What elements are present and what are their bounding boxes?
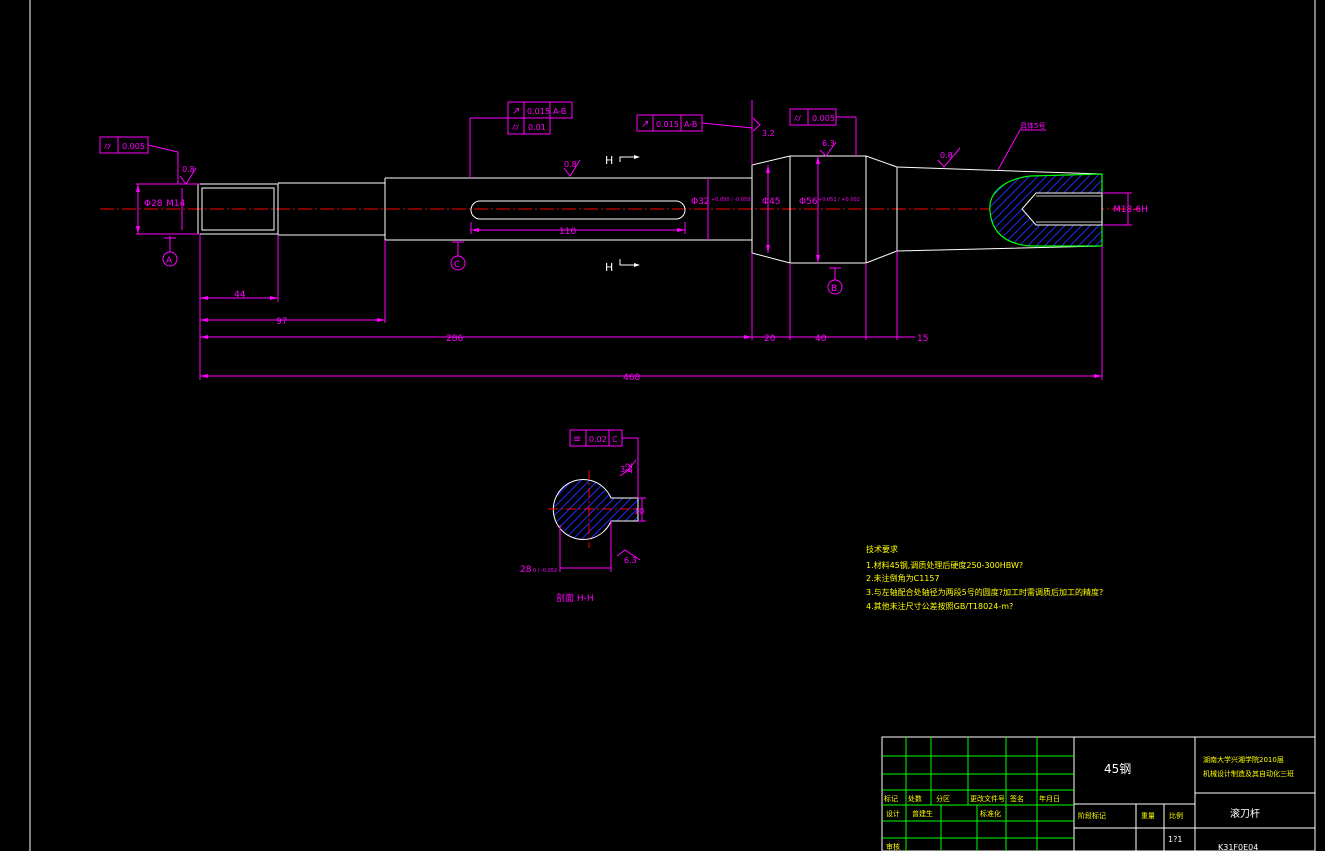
roughness-values: 0.8 0.8 6.3 0.8 3.2 3.2 6.3: [182, 129, 953, 565]
dim-468: 468: [623, 373, 640, 383]
svg-text:↗: ↗: [641, 119, 649, 130]
roughness-4: 0.8: [940, 151, 953, 160]
dim-15: 15: [917, 334, 928, 344]
dim-m18: M18-6H: [1113, 205, 1148, 215]
tb-stage-label: 阶段标记: [1078, 811, 1106, 820]
tb-scale-value: 1?1: [1168, 835, 1182, 844]
tb-header-2: 分区: [936, 794, 950, 803]
dimension-arrows: [136, 156, 1102, 378]
section-marker-bottom-label: H: [605, 261, 613, 274]
dimension-texts: 44 97 286 468 20 40 15 110 Φ28 M14 Φ32 +…: [144, 197, 1148, 383]
dim-44: 44: [234, 290, 246, 300]
tb-header-3: 更改文件号: [970, 794, 1005, 803]
datum-b: B: [827, 267, 843, 295]
dim-phi32: Φ32: [691, 197, 710, 207]
datum-b-label: B: [831, 284, 837, 294]
dimension-lines: [136, 100, 1132, 380]
roughness-1: 0.8: [182, 165, 195, 174]
notes-title: 技术要求: [866, 544, 898, 554]
tb-scale-label: 比例: [1169, 811, 1183, 820]
fcf-left: ⌭ 0.005: [99, 136, 149, 154]
technical-notes: 技术要求 1.材料45钢,调质处理后硬度250-300HBW? 2.未注倒角为C…: [866, 544, 1103, 611]
dim-phi56: Φ56: [799, 197, 818, 207]
fcf-runout-a-ref: A-B: [553, 107, 566, 116]
tb-drawing-no: K31F0E04: [1218, 843, 1258, 851]
datum-a-label: A: [166, 256, 173, 266]
tb-header-1: 处数: [908, 794, 922, 803]
roughness-2: 0.8: [564, 160, 577, 169]
datum-a: A: [162, 236, 178, 267]
section-marker-top: H: [605, 154, 640, 167]
section-marker-bottom: H: [605, 259, 640, 274]
svg-text:≡: ≡: [573, 434, 581, 445]
fcf-runout-b-value: 0.015: [656, 120, 679, 129]
dim-phi32-tol: +0.050 / -0.059: [711, 197, 751, 203]
hatch-label: 具体5号: [1020, 121, 1045, 130]
tb-design-label: 设计: [886, 809, 900, 818]
tb-header-0: 标记: [884, 794, 898, 803]
note-2: 2.未注倒角为C1157: [866, 573, 940, 583]
fcf-runout-b-ref: A-B: [684, 120, 697, 129]
section-dim-10: 10: [634, 507, 644, 516]
fcf-runout-a-value: 0.015: [527, 107, 550, 116]
svg-text:⌭: ⌭: [104, 141, 112, 152]
note-1: 1.材料45钢,调质处理后硬度250-300HBW?: [866, 560, 1023, 570]
tb-school-2: 机械设计制造及其自动化三班: [1203, 769, 1294, 778]
fcf-right-value: 0.005: [812, 114, 835, 123]
svg-text:⌭: ⌭: [512, 122, 520, 133]
dim-m14: M14: [166, 199, 185, 209]
note-4: 4.其他未注尺寸公差按照GB/T18024-m?: [866, 601, 1013, 611]
svg-text:↗: ↗: [512, 106, 520, 117]
tb-material: 45钢: [1104, 762, 1131, 776]
dim-286: 286: [446, 334, 463, 344]
dim-40: 40: [815, 334, 827, 344]
title-block: 标记 处数 分区 更改文件号 签名 年月日 设计 曾建生 标准化 审核 阶段标记…: [881, 736, 1316, 851]
fcf-left-value: 0.005: [122, 142, 145, 151]
dim-97: 97: [276, 317, 287, 327]
shaft-outline: [197, 155, 1103, 264]
tb-header-4: 签名: [1010, 794, 1024, 803]
roughness-5: 3.2: [762, 129, 775, 138]
section-view-hh: ≡ 0.02 C 32 10 28 0 / -0.052 剖面 H-H: [520, 429, 646, 604]
tb-designer: 曾建生: [912, 809, 933, 818]
section-fcf-value: 0.02: [589, 435, 607, 444]
note-3: 3.与左轴配合处轴径为两段5号的圆度?加工时需调质后加工的精度?: [866, 587, 1103, 597]
roughness-6: 3.2: [620, 465, 633, 474]
datum-c: C: [450, 241, 466, 271]
dim-phi45: Φ45: [762, 197, 781, 207]
section-dim-28-tol: 0 / -0.052: [533, 568, 557, 574]
section-marker-top-label: H: [605, 154, 613, 167]
tb-standard-label: 标准化: [980, 809, 1001, 818]
section-dim-32: 32: [625, 463, 635, 474]
dim-phi28: Φ28: [144, 199, 163, 209]
tb-school-1: 湖南大学兴湘学院2010届: [1203, 755, 1284, 764]
dim-phi56-tol: +0.051 / +0.002: [818, 197, 860, 203]
dim-110: 110: [559, 227, 576, 237]
tb-header-5: 年月日: [1039, 794, 1060, 803]
section-dim-28: 28: [520, 565, 532, 575]
dim-20: 20: [764, 334, 776, 344]
section-caption: 剖面 H-H: [556, 592, 594, 604]
tb-part-name: 滚刀杆: [1230, 807, 1260, 820]
roughness-symbols: [179, 117, 961, 561]
fcf-runout-b: ↗ 0.015 A-B: [636, 114, 703, 132]
roughness-7: 6.3: [624, 556, 637, 565]
section-fcf-ref: C: [612, 435, 618, 444]
fcf-runout-a: ↗ 0.015 A-B ⌭ 0.01: [507, 101, 573, 135]
tb-review-label: 审核: [886, 842, 900, 851]
svg-text:⌭: ⌭: [794, 113, 802, 124]
datum-c-label: C: [454, 260, 460, 270]
fcf-cyl-value: 0.01: [528, 123, 546, 132]
roughness-3: 6.3: [822, 139, 835, 148]
drawing-frame: [29, 0, 1316, 851]
fcf-right: ⌭ 0.005: [789, 108, 837, 126]
threaded-hole-section: [989, 173, 1103, 247]
tb-weight-label: 重量: [1141, 812, 1155, 820]
